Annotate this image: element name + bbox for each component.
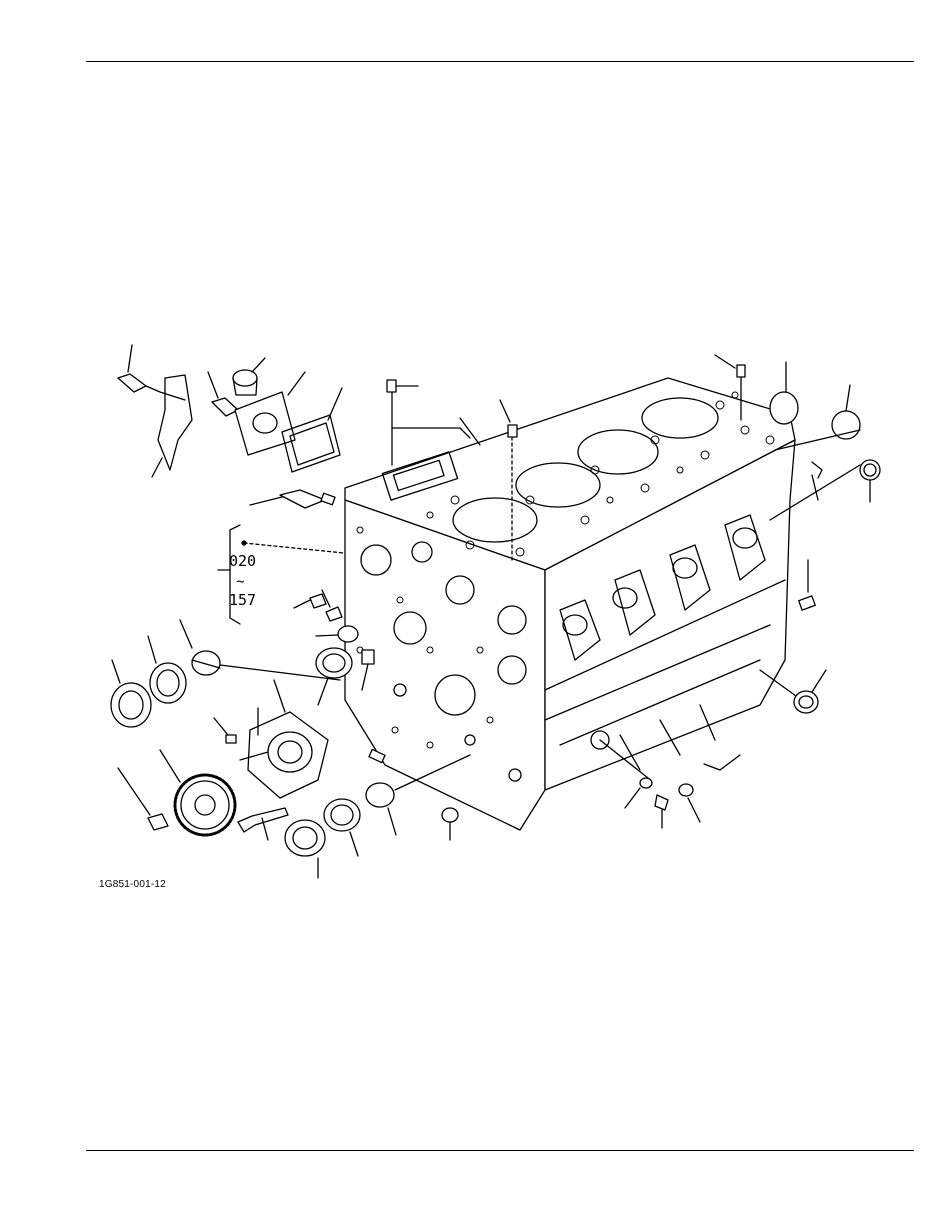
- oil-pump-assembly: [117, 679, 329, 841]
- range-separator: ~: [236, 574, 244, 590]
- main-bearing-bushings: [284, 748, 471, 879]
- thermostat-housing-parts: [117, 344, 343, 478]
- footer-rule: [86, 1150, 914, 1151]
- deck-holes: [426, 391, 775, 557]
- header-rule: [86, 61, 914, 62]
- right-side-parts: [599, 559, 827, 829]
- range-end: 157: [229, 591, 256, 609]
- range-start: 020: [229, 552, 256, 570]
- camshaft-bushings: [110, 619, 341, 728]
- top-pins-and-plugs: [386, 354, 881, 561]
- left-side-parts: [217, 489, 375, 706]
- range-note: 020 ~ 157: [229, 552, 256, 609]
- figure-id-label: 1G851-001-12: [99, 879, 166, 890]
- cylinder-block: [344, 377, 796, 831]
